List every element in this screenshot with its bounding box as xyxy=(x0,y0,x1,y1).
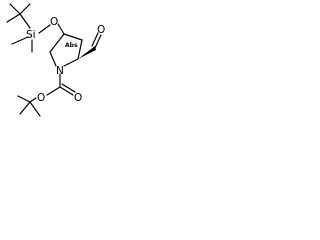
bond-tbu-methyl-a xyxy=(9,3,21,15)
wedge-bond-c2-cho xyxy=(78,46,96,59)
formyl-group xyxy=(78,32,102,59)
atom-label-carbonyl-oxygen: O xyxy=(74,92,82,104)
bond-boc-tbu-methyl-c xyxy=(29,101,41,117)
bond-ester-o-to-tbu xyxy=(29,97,37,103)
silicon-methyl-groups xyxy=(11,36,33,53)
bond-si-to-oxygen xyxy=(38,24,51,34)
bond-c3-c2 xyxy=(77,39,83,60)
bond-carbonyl-double-a xyxy=(59,86,74,96)
bond-si-methyl-left xyxy=(11,36,29,45)
bond-tbu-methyl-b xyxy=(19,3,31,15)
bond-c5-c4 xyxy=(49,33,65,53)
bond-c2-n1 xyxy=(63,58,79,67)
bond-cho-double-outer xyxy=(94,34,102,49)
bond-boc-tbu-methyl-a xyxy=(17,95,31,103)
atom-label-aldehyde-oxygen: O xyxy=(97,24,105,36)
atom-label-ring-nitrogen: N xyxy=(56,65,64,77)
bond-c4-c3 xyxy=(63,33,83,41)
bond-tbu-quaternary-to-si xyxy=(19,13,31,29)
atom-label-silicon: Si xyxy=(26,29,36,41)
bond-boc-tbu-methyl-b xyxy=(19,101,31,115)
bond-n1-c5 xyxy=(49,51,57,67)
pyrrolidine-ring xyxy=(49,33,83,67)
molecule-structure-diagram: Si O Abs N O O O xyxy=(6,3,105,117)
bond-oxygen-to-c4 xyxy=(57,23,65,35)
stereo-label-c4: Abs xyxy=(65,42,78,49)
bond-carbonyl-to-ester-o xyxy=(46,86,61,96)
bond-carbonyl-double-b xyxy=(61,83,76,93)
atom-label-silyl-oxygen: O xyxy=(50,16,58,28)
boc-group xyxy=(17,73,76,117)
bond-cho-double-inner xyxy=(91,32,99,47)
bond-tbu-methyl-c xyxy=(6,13,21,23)
tert-butyl-group xyxy=(6,3,31,29)
atom-label-ester-oxygen: O xyxy=(37,92,45,104)
